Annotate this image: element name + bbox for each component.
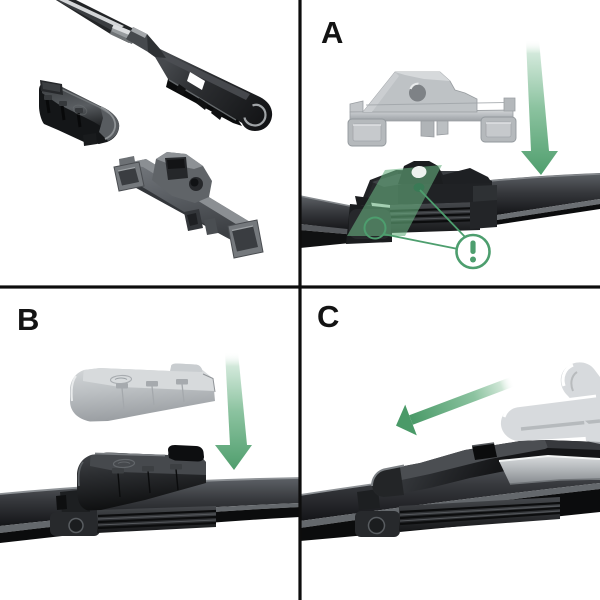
svg-text:A: A <box>321 15 343 50</box>
svg-text:B: B <box>17 302 39 337</box>
svg-text:C: C <box>317 299 339 334</box>
